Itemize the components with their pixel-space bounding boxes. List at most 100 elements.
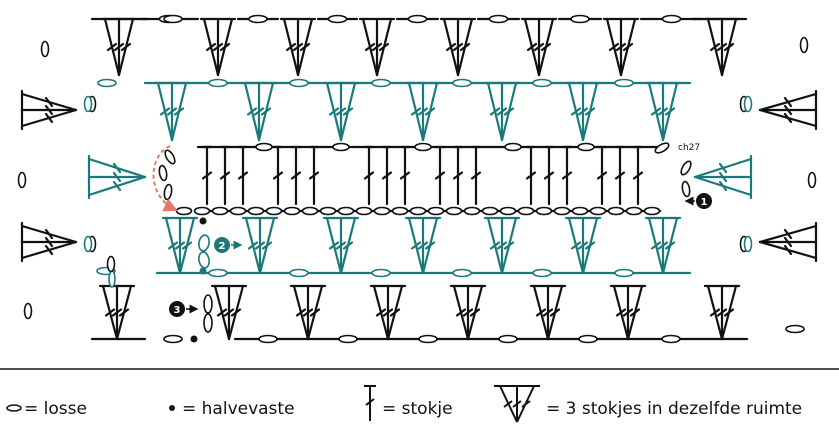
chain-stitch (229, 206, 247, 216)
legend-cluster-symbol (494, 385, 540, 423)
slip-stitch (199, 217, 207, 225)
dc-stitch (452, 145, 464, 206)
chain-stitch (17, 171, 27, 189)
dc-cluster (564, 216, 602, 275)
chain-stitch (289, 268, 309, 278)
dc-cluster (289, 284, 327, 341)
chain-stitch (463, 206, 481, 216)
dc-cluster (20, 221, 78, 263)
chain-stitch (799, 36, 809, 54)
dc-stitch (525, 145, 537, 206)
dc-stitch (219, 145, 231, 206)
chain-stitch (743, 235, 753, 253)
chain-stitch (283, 206, 301, 216)
chain-stitch (409, 206, 427, 216)
dc-cluster (20, 89, 78, 131)
chain-stitch (391, 206, 409, 216)
step-marker-1-label: 1 (701, 197, 708, 208)
dc-cluster (529, 284, 567, 341)
chain-stitch (570, 14, 590, 24)
dc-cluster (358, 17, 396, 77)
chain-stitch (681, 180, 691, 198)
chain-stitch (337, 206, 355, 216)
dc-cluster (439, 17, 477, 77)
dc-cluster (449, 284, 487, 341)
chain-stitch (643, 206, 661, 216)
dc-cluster (703, 284, 741, 341)
dc-cluster (404, 216, 442, 275)
legend-slip-stitch-label: = halvevaste (182, 399, 295, 419)
dc-stitch (470, 145, 482, 206)
step-marker-3: 3 (169, 301, 199, 317)
chain-stitch (517, 206, 535, 216)
chain-stitch (40, 40, 50, 58)
dc-cluster (483, 81, 521, 142)
chain-stitch (407, 14, 428, 24)
dc-cluster (98, 284, 136, 341)
dc-stitch (381, 145, 393, 206)
chain-stitch (332, 142, 350, 152)
dc-cluster (153, 81, 191, 142)
chain-stitch (414, 142, 432, 152)
slip-stitch (190, 335, 198, 343)
dc-cluster (404, 81, 442, 142)
chain-stitch (427, 206, 445, 216)
chain-stitch (553, 206, 571, 216)
chain-stitch (661, 14, 682, 24)
dc-stitch (561, 145, 573, 206)
chain-stitch (319, 206, 337, 216)
chain-stitch (255, 142, 273, 152)
chain-stitch (481, 206, 499, 216)
chain-stitch (163, 14, 183, 24)
dc-stitch (399, 145, 411, 206)
slip-stitches (190, 217, 207, 343)
legend-cluster-label: = 3 stokjes in dezelfde ruimte (546, 399, 802, 419)
chain-stitch (743, 95, 753, 113)
chain-stitch (807, 171, 817, 189)
dc-cluster (564, 81, 602, 142)
chain-stitch (452, 268, 472, 278)
chain-stitch (680, 160, 692, 176)
dc-cluster (240, 81, 278, 142)
chain-stitch (532, 78, 552, 88)
dc-stitch (614, 145, 626, 206)
ch27-label: ch27 (678, 143, 700, 153)
chain-stitch (661, 334, 681, 344)
chain-stitch (577, 142, 595, 152)
stitch-lines (20, 17, 818, 341)
dc-cluster (199, 17, 237, 77)
chain-stitch (208, 268, 228, 278)
slip-stitch (199, 267, 207, 275)
chain-stitch (83, 95, 93, 113)
chain-stitch (654, 142, 670, 154)
dc-cluster (609, 284, 647, 341)
chain-stitch (164, 149, 176, 165)
step-marker-2: 2 (214, 237, 243, 253)
chain-stitch (83, 235, 93, 253)
chain-stitch (532, 268, 552, 278)
chain-stitch (198, 251, 210, 269)
chain-stitch (504, 142, 522, 152)
dc-stitch (290, 145, 302, 206)
chain-stitch (607, 206, 625, 216)
legend-dc-symbol (364, 385, 376, 421)
legend: = losse = halvevaste = stokje = 3 stokje… (6, 385, 802, 423)
chain-stitch (265, 206, 283, 216)
chain-stitch (301, 206, 319, 216)
chain-stitch (97, 78, 117, 88)
dc-stitch (201, 145, 213, 206)
chain-stitch (208, 78, 228, 88)
dc-cluster (520, 17, 558, 77)
dc-cluster (241, 216, 279, 275)
chain-stitch (158, 164, 168, 182)
legend-dc-label: = stokje (382, 399, 453, 419)
chain-stitch (488, 14, 509, 24)
chain-stitch (203, 294, 213, 314)
step-marker-3-label: 3 (174, 305, 181, 316)
chain-stitch (289, 78, 309, 88)
chain-stitch (247, 206, 265, 216)
turn-arrow (152, 145, 178, 212)
chain-stitch (571, 206, 589, 216)
dc-cluster (161, 216, 199, 275)
